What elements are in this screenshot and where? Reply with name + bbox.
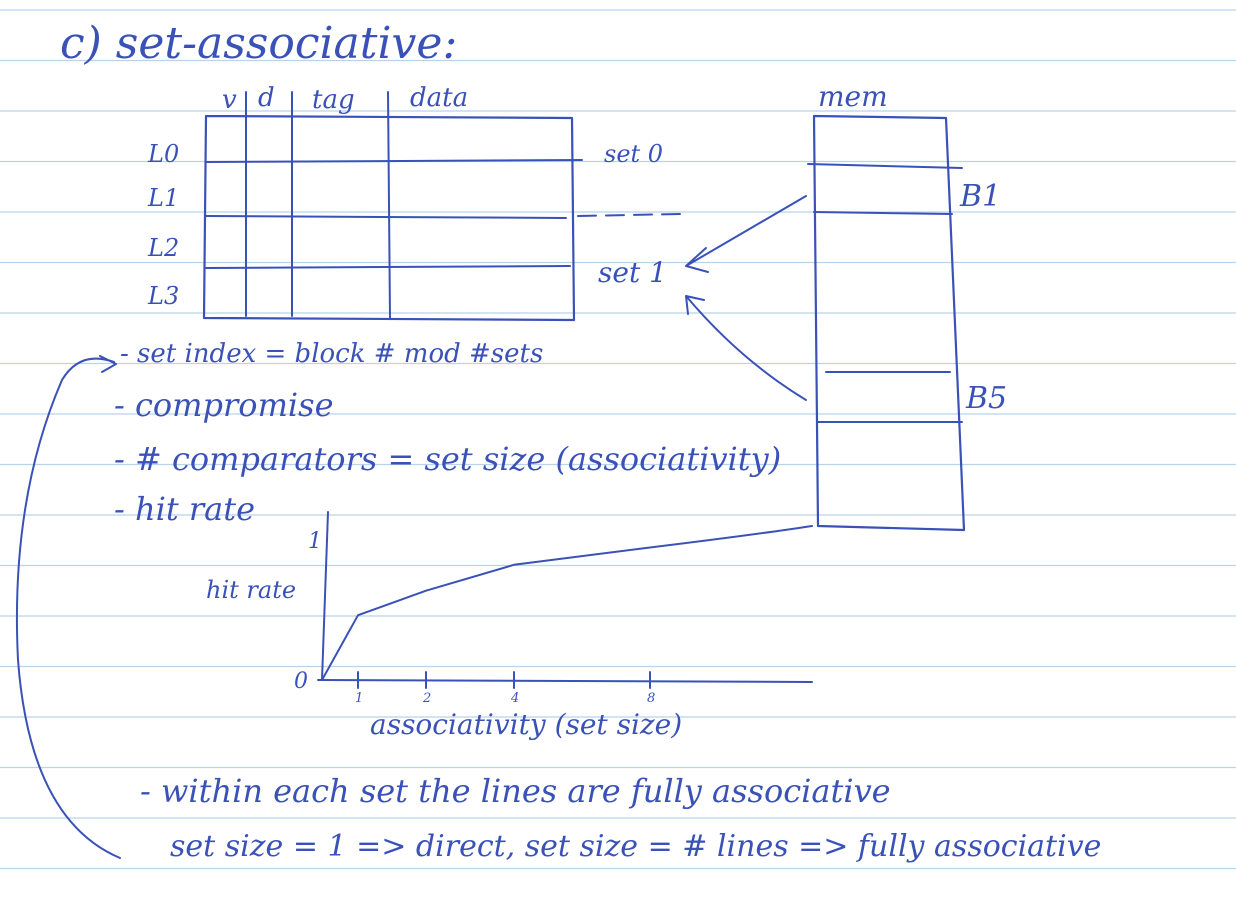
- footer-line-1: - within each set the lines are fully as…: [140, 772, 891, 810]
- block-b1-boundaries: [807, 163, 963, 215]
- set-0-divider: [205, 159, 583, 163]
- note-comparators: - # comparators = set size (associativit…: [114, 440, 781, 478]
- arrow-b1-to-set1: [685, 195, 807, 273]
- x-tick-label: 8: [647, 691, 655, 706]
- set-label-1: set 1: [598, 256, 667, 289]
- note-set-index: - set index = block # mod #sets: [120, 339, 543, 369]
- x-axis-label: associativity (set size): [370, 708, 682, 741]
- page-heading: c) set-associative:: [60, 18, 457, 69]
- arrow-b5-to-set1: [685, 295, 807, 401]
- footer-line-2: set size = 1 => direct, set size = # lin…: [170, 829, 1101, 864]
- memory-title: mem: [818, 80, 888, 113]
- line-label-l1: L1: [147, 184, 179, 212]
- line-label-l0: L0: [147, 140, 179, 168]
- notes-list: - set index = block # mod #sets - compro…: [114, 339, 781, 528]
- y-axis-label: hit rate: [206, 576, 296, 604]
- x-tick-label: 4: [510, 691, 519, 706]
- column-header-v: v: [222, 85, 237, 115]
- note-hit-rate: - hit rate: [114, 490, 255, 528]
- cache-table-vertical-lines: [245, 91, 391, 319]
- graph-ticks: 1 2 4 8: [355, 671, 655, 706]
- note-compromise: - compromise: [114, 386, 334, 424]
- cache-table: v d tag data L0 L1 L2 L3 set 0 set 1: [147, 83, 681, 322]
- graph-x-axis: [317, 679, 813, 683]
- y-tick-label-1: 1: [308, 529, 322, 554]
- y-tick-label-0: 0: [294, 669, 308, 694]
- line-divider-l2: [205, 215, 567, 219]
- line-label-l2: L2: [147, 234, 179, 262]
- mapping-arrows: [685, 195, 807, 401]
- set-dashed-divider: [577, 213, 681, 217]
- memory-outline: [812, 114, 966, 532]
- block-label-b5: B5: [965, 381, 1007, 416]
- column-header-tag: tag: [312, 85, 355, 115]
- line-label-l3: L3: [147, 282, 179, 310]
- column-header-data: data: [410, 83, 468, 113]
- hit-rate-graph: hit rate 1 0 associativity (set size) 1 2…: [206, 511, 813, 741]
- x-tick-label: 2: [422, 691, 431, 706]
- block-label-b1: B1: [959, 179, 1001, 214]
- memory-diagram: mem B1 B5: [807, 80, 1007, 532]
- column-header-d: d: [258, 83, 275, 113]
- x-tick-label: 1: [355, 691, 363, 706]
- line-divider-l3: [205, 265, 571, 269]
- set-label-0: set 0: [604, 140, 663, 168]
- block-b5-boundaries: [817, 371, 963, 423]
- loop-back-arrow: [15, 355, 121, 859]
- graph-y-axis: [321, 511, 329, 681]
- hit-rate-curve: [321, 525, 813, 681]
